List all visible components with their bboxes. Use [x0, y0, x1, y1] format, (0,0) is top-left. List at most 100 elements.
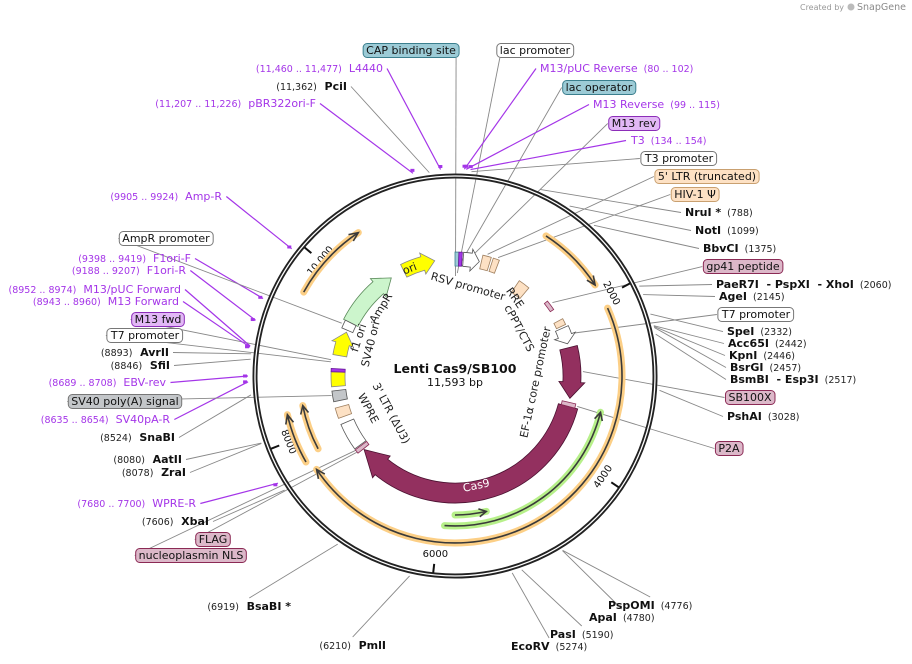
flag-name: FLAG [199, 533, 228, 546]
orange-arc-top-left [303, 231, 359, 293]
label-primer-ebv-rev: (8689 .. 8708) EBV-rev [49, 376, 167, 389]
label-enzyme-pspomi: PspOMI (4776) [608, 599, 692, 612]
enzyme-bsmbi-esp3i-name: BsmBI [730, 373, 769, 386]
leader-enzyme-pmli [352, 575, 410, 638]
lac-operator-box [562, 80, 637, 95]
cas9-feature-arrow [363, 403, 579, 504]
lac-operator-name: lac operator [566, 81, 633, 94]
orange-arc-top-right [545, 235, 596, 286]
enzyme-ecorv-name: EcoRV [511, 640, 550, 653]
label-enzyme-bsabi: (6919) BsaBI * [207, 600, 291, 613]
leader-primer-m13-puc-reverse [463, 68, 537, 170]
leader-enzyme-sfii [173, 358, 251, 366]
enzyme-pmli-position: (6210) [319, 641, 351, 652]
label-cppt-cts: cPPT/CTS [501, 303, 536, 354]
leader-primer-pbr322ori-f [319, 103, 414, 174]
orange-arc-top-right-arrowhead-icon [586, 275, 597, 287]
leader-enzyme-bbvci [593, 224, 700, 249]
enzyme-spei-position: (2332) [754, 327, 792, 338]
label-sv40-polya-signal: SV40 poly(A) signal [67, 394, 183, 409]
primer-wpre-r-text: (7680 .. 7700) WPRE-R [77, 497, 196, 510]
label-primer-l4440: (11,460 .. 11,477) L4440 [256, 62, 383, 75]
label-enzyme-bsrgi: BsrGI (2457) [730, 361, 801, 374]
primer-m13-reverse-name: M13 Reverse [593, 98, 664, 111]
t7-promoter-right-box [717, 307, 795, 322]
label-primer-f1ori-f: (9398 .. 9419) F1ori-F [78, 252, 191, 265]
green-arc-outer-arrowhead-icon [594, 410, 604, 422]
leader-enzyme-paer7i-pspxi-xhoi [639, 284, 713, 287]
cppt-cts-box [553, 318, 567, 330]
enzyme-sfii-position: (8846) [111, 361, 143, 372]
label-enzyme-bsmbi-esp3i: BsmBI - Esp3I (2517) [730, 373, 856, 386]
primer-m13-forward-text: (8943 .. 8960) M13 Forward [33, 295, 179, 308]
m13-rev-text: M13 rev [612, 117, 657, 130]
primer-pbr322ori-f-name: pBR322ori-F [241, 97, 316, 110]
leader-lac-promoter [456, 57, 501, 274]
enzyme-kpni-name: KpnI [729, 349, 757, 362]
ampr-feature-arrow [343, 277, 392, 328]
enzyme-bsrgi-position: (2457) [763, 363, 801, 374]
lac-promoter-text: lac promoter [500, 44, 571, 57]
enzyme-nrui-text: NruI * (788) [685, 206, 753, 219]
label-enzyme-snabi: (8524) SnaBI [100, 431, 175, 444]
leader-nucleoplasmin-nls [134, 449, 358, 556]
label-enzyme-spei: SpeI (2332) [727, 325, 792, 338]
flag-box [195, 532, 231, 547]
tick-mark [270, 444, 280, 450]
label-primer-amp-r: (9905 .. 9924) Amp-R [110, 190, 222, 203]
leader-primer-t3 [470, 139, 627, 171]
sb100x-feature-arrow [558, 345, 586, 399]
cap-binding-site-name: CAP binding site [366, 44, 456, 57]
flag-nls-box [354, 440, 370, 454]
enzyme-sfii-text: (8846) SfiI [111, 359, 170, 372]
leader-enzyme-pshai [659, 389, 724, 417]
p2a-text: P2A [718, 442, 740, 455]
label-enzyme-apai: ApaI (4780) [589, 611, 655, 624]
primer-m13-puc-forward-name: M13/pUC Forward [76, 283, 181, 296]
ampr-promoter-box [341, 319, 357, 334]
primer-site-marker [250, 318, 255, 322]
tick-mark [432, 563, 436, 573]
snapgene-logo-icon [847, 3, 855, 11]
label-primer-m13-reverse: M13 Reverse (99 .. 115) [593, 98, 720, 111]
primer-pbr322ori-f-position: (11,207 .. 11,226) [155, 99, 241, 110]
enzyme-apai-text: ApaI (4780) [589, 611, 655, 624]
tick-label: 6000 [423, 549, 448, 560]
f1-ori-feature-arrow [330, 331, 354, 358]
enzyme-kpni-text: KpnI (2446) [729, 349, 795, 362]
enzyme-snabi-text: (8524) SnaBI [100, 431, 175, 444]
enzyme-paer7i-pspxi-xhoi-name: - XhoI [810, 278, 854, 291]
enzyme-ecorv-text: EcoRV (5274) [511, 640, 587, 653]
hiv1-psi-box [670, 187, 720, 202]
label-ampr-promoter: AmpR promoter [118, 231, 214, 246]
primer-wpre-r-position: (7680 .. 7700) [77, 499, 145, 510]
enzyme-apai-position: (4780) [617, 613, 655, 624]
label-primer-f1ori-r: (9188 .. 9207) F1ori-R [72, 264, 186, 277]
orange-arc-left-inner-arrowhead-icon [299, 403, 310, 415]
label-enzyme-bbvci: BbvCI (1375) [703, 242, 776, 255]
leader-t7-promoter-right [572, 314, 717, 334]
primer-f1ori-f-position: (9398 .. 9419) [78, 254, 146, 265]
enzyme-aatii-name: AatII [145, 453, 182, 466]
enzyme-snabi-position: (8524) [100, 433, 132, 444]
label-m13-rev: M13 rev [608, 116, 661, 131]
enzyme-sfii-name: SfiI [142, 359, 170, 372]
enzyme-bsrgi-name: BsrGI [730, 361, 763, 374]
enzyme-xbai-text: (7606) XbaI [142, 515, 209, 528]
primer-f1ori-f-text: (9398 .. 9419) F1ori-F [78, 252, 191, 265]
enzyme-zrai-position: (8078) [122, 468, 154, 479]
m13-fwd-name: M13 fwd [135, 313, 182, 326]
primer-m13-puc-reverse-position: (80 .. 102) [638, 64, 694, 75]
snapgene-watermark[interactable]: Created by SnapGene [800, 2, 906, 13]
label-enzyme-sfii: (8846) SfiI [111, 359, 170, 372]
primer-f1ori-r-position: (9188 .. 9207) [72, 266, 140, 277]
enzyme-pcii-position: (11,362) [276, 82, 317, 93]
leader-primer-amp-r [225, 196, 293, 250]
primer-l4440-name: L4440 [342, 62, 383, 75]
enzyme-aatii-text: (8080) AatII [113, 453, 182, 466]
outer-feature-arcs [283, 229, 626, 547]
primer-site-marker [273, 483, 278, 487]
enzyme-pshai-text: PshAI (3028) [727, 410, 800, 423]
enzyme-noti-name: NotI [695, 224, 721, 237]
enzyme-zrai-name: ZraI [153, 466, 186, 479]
